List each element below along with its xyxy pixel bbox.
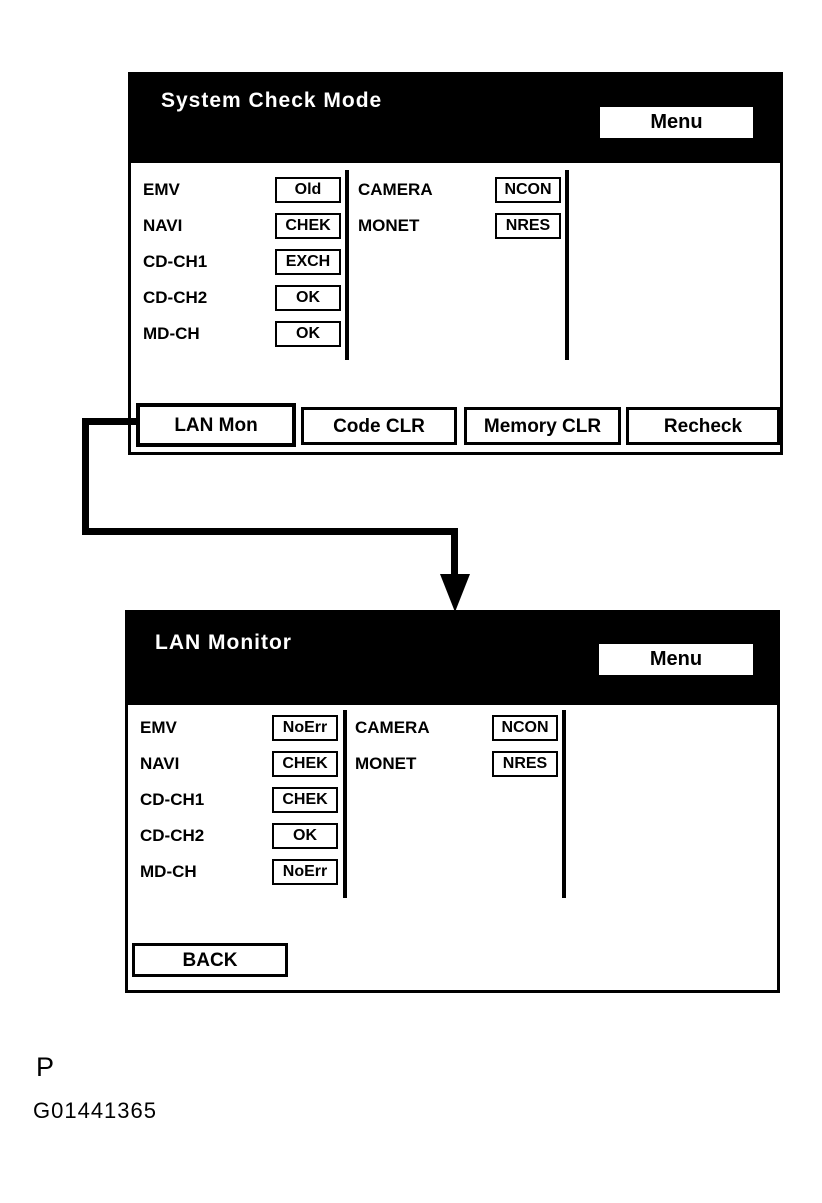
device-label: CD-CH2 <box>143 288 208 307</box>
column-divider <box>562 710 566 898</box>
status-row: CD-CH1 EXCH <box>131 249 780 277</box>
status-row: NAVI CHEK <box>128 751 777 779</box>
flow-arrowhead-icon <box>440 574 470 612</box>
device-label: CD-CH2 <box>140 826 205 845</box>
screen-title: LAN Monitor <box>155 631 292 654</box>
device-label: CD-CH1 <box>143 252 208 271</box>
device-label: EMV <box>140 718 177 737</box>
device-label: MD-CH <box>143 324 200 343</box>
device-label: EMV <box>143 180 180 199</box>
status-box: EXCH <box>275 249 341 275</box>
screen-header: System Check Mode Menu <box>131 75 780 163</box>
status-box: OK <box>275 321 341 347</box>
status-box: OK <box>275 285 341 311</box>
status-row: CD-CH1 CHEK <box>128 787 777 815</box>
status-row: MONET NRES <box>128 751 777 779</box>
status-row: MD-CH NoErr <box>128 859 777 887</box>
flow-connector-drop <box>451 528 458 578</box>
status-row: EMV Old <box>131 177 780 205</box>
status-box: CHEK <box>272 787 338 813</box>
code-clr-button[interactable]: Code CLR <box>301 407 457 445</box>
device-label: NAVI <box>140 754 180 773</box>
page-letter: P <box>36 1052 56 1082</box>
lan-monitor-screen: LAN Monitor Menu EMV NoErr NAVI CHEK CD-… <box>125 610 780 993</box>
device-label: CAMERA <box>355 718 430 737</box>
lan-mon-button[interactable]: LAN Mon <box>136 403 296 447</box>
status-box: CHEK <box>272 751 338 777</box>
menu-button[interactable]: Menu <box>597 642 755 677</box>
device-label: MONET <box>355 754 417 773</box>
menu-button[interactable]: Menu <box>598 105 755 140</box>
flow-connector-vertical <box>82 418 89 535</box>
status-box: NoErr <box>272 715 338 741</box>
status-row: MD-CH OK <box>131 321 780 349</box>
column-divider <box>565 170 569 360</box>
status-row: NAVI CHEK <box>131 213 780 241</box>
recheck-button[interactable]: Recheck <box>626 407 780 445</box>
status-box: NRES <box>492 751 558 777</box>
status-row: CD-CH2 OK <box>128 823 777 851</box>
status-row: CAMERA NCON <box>131 177 780 205</box>
status-box: NCON <box>492 715 558 741</box>
status-row: MONET NRES <box>131 213 780 241</box>
device-label: NAVI <box>143 216 183 235</box>
figure-id: G01441365 <box>33 1098 157 1123</box>
status-box: Old <box>275 177 341 203</box>
flow-connector-horizontal <box>82 528 458 535</box>
screen-title: System Check Mode <box>161 89 383 112</box>
device-label: MD-CH <box>140 862 197 881</box>
status-box: CHEK <box>275 213 341 239</box>
flow-connector-stub <box>82 418 136 425</box>
column-divider <box>345 170 349 360</box>
status-row: CD-CH2 OK <box>131 285 780 313</box>
status-box: NRES <box>495 213 561 239</box>
back-button[interactable]: BACK <box>132 943 288 977</box>
status-box: NCON <box>495 177 561 203</box>
device-label: CD-CH1 <box>140 790 205 809</box>
device-label: CAMERA <box>358 180 433 199</box>
device-label: MONET <box>358 216 420 235</box>
memory-clr-button[interactable]: Memory CLR <box>464 407 621 445</box>
screen-header: LAN Monitor Menu <box>128 613 777 705</box>
system-check-mode-screen: System Check Mode Menu EMV Old NAVI CHEK… <box>128 72 783 455</box>
status-box: OK <box>272 823 338 849</box>
status-box: NoErr <box>272 859 338 885</box>
column-divider <box>343 710 347 898</box>
status-row: CAMERA NCON <box>128 715 777 743</box>
status-row: EMV NoErr <box>128 715 777 743</box>
